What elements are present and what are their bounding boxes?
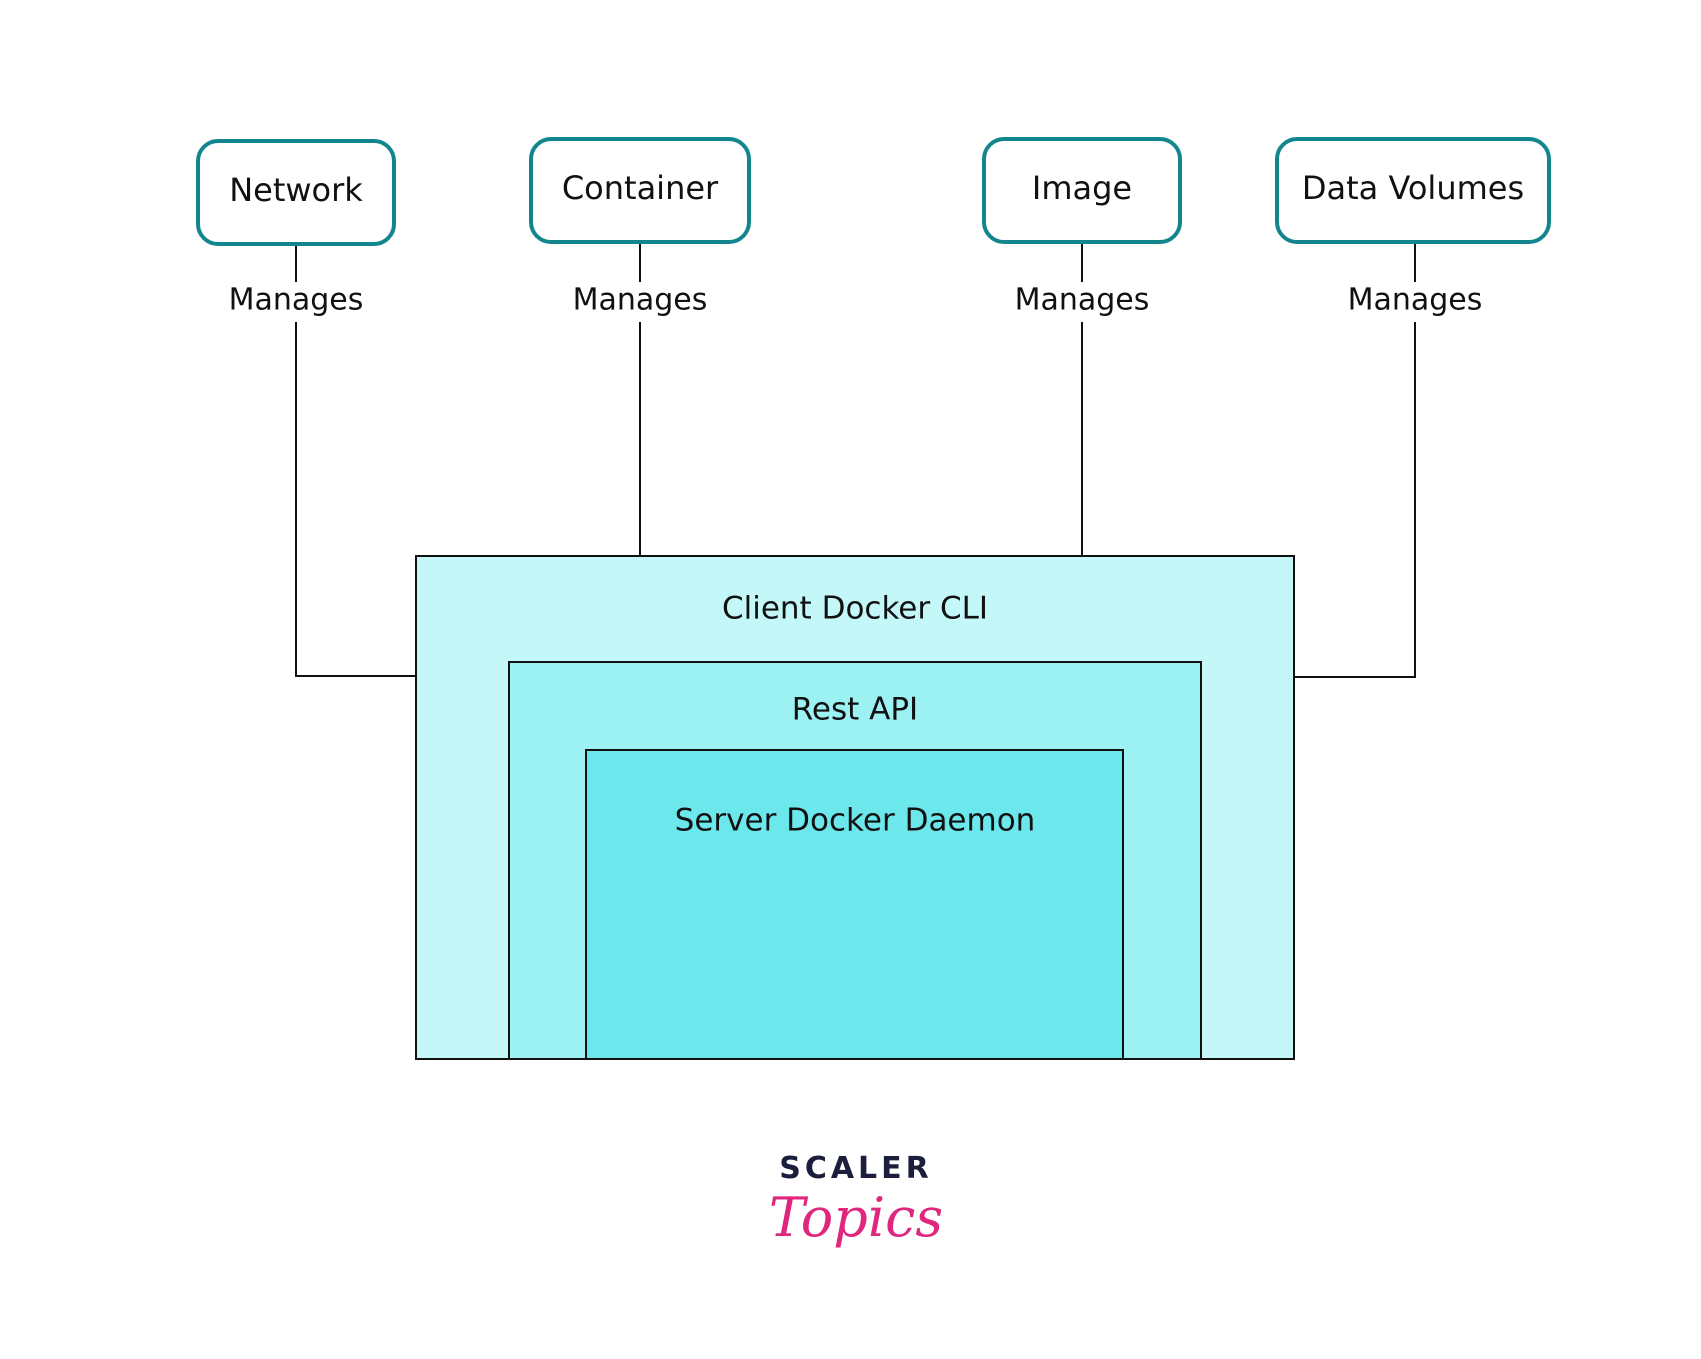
layer-rest-api-label: Rest API bbox=[792, 692, 918, 728]
docker-layers: Client Docker CLI Rest API Server Docker… bbox=[415, 555, 1295, 1060]
node-container-box bbox=[529, 137, 751, 244]
edge-network bbox=[295, 244, 416, 677]
node-container: Container bbox=[529, 137, 751, 244]
node-image-box bbox=[982, 137, 1182, 244]
edge-data-volumes bbox=[1294, 242, 1416, 678]
logo-topics-text: Topics bbox=[769, 1186, 943, 1249]
node-data-volumes-label: Data Volumes bbox=[1302, 169, 1524, 207]
node-network-box bbox=[196, 139, 396, 246]
node-network-label: Network bbox=[229, 171, 363, 209]
edge-label-network: Manages bbox=[229, 283, 364, 318]
node-network: Network bbox=[196, 139, 396, 246]
node-image: Image bbox=[982, 137, 1182, 244]
node-data-volumes-box bbox=[1275, 137, 1551, 244]
layer-server-docker-daemon bbox=[585, 749, 1124, 1060]
edge-labels: Manages Manages Manages Manages bbox=[226, 282, 1485, 322]
node-image-label: Image bbox=[1032, 169, 1132, 207]
scaler-topics-logo: SCALER Topics bbox=[769, 1151, 943, 1249]
logo-scaler-text: SCALER bbox=[779, 1151, 933, 1186]
layer-server-label: Server Docker Daemon bbox=[675, 803, 1036, 839]
node-container-label: Container bbox=[562, 169, 719, 207]
edge-label-data-volumes: Manages bbox=[1348, 283, 1483, 318]
layer-client-label: Client Docker CLI bbox=[722, 591, 988, 627]
edge-label-image: Manages bbox=[1015, 283, 1150, 318]
node-data-volumes: Data Volumes bbox=[1275, 137, 1551, 244]
edge-label-container: Manages bbox=[573, 283, 708, 318]
